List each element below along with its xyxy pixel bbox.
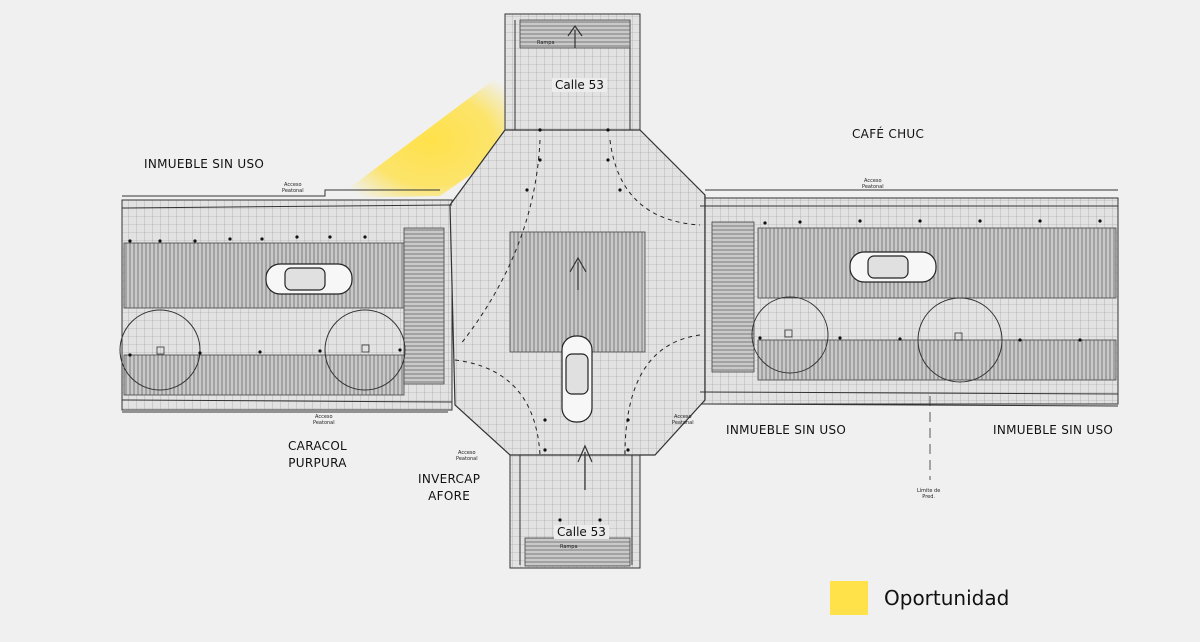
tree-2	[324, 309, 406, 391]
bollards	[128, 128, 1102, 522]
label-caracol-line2: PURPURA	[288, 456, 347, 470]
annotation-text: Acceso	[315, 414, 333, 420]
label-invercap-line2: AFORE	[428, 489, 471, 503]
annotation-text: Peatonal	[282, 188, 304, 194]
label-caracol-line1: CARACOL	[288, 439, 348, 453]
direction-arrows	[567, 24, 593, 490]
annotation-text: Acceso	[674, 414, 692, 420]
label-inmueble-nw: INMUEBLE SIN USO	[144, 157, 265, 171]
ramp-south	[524, 537, 631, 567]
annotation-text: Peatonal	[456, 456, 478, 462]
tree-4	[917, 297, 1003, 383]
annotation-limite: Límite de Pred.	[917, 488, 940, 500]
legend: Oportunidad	[830, 581, 1009, 615]
annotation-text: Acceso	[458, 450, 476, 456]
annotation-acceso-ne: Acceso Peatonal	[862, 178, 884, 190]
annotation-text: Límite de	[917, 488, 941, 494]
street-label-south: Calle 53	[554, 525, 609, 539]
label-invercap: INVERCAP AFORE	[418, 471, 480, 505]
annotation-text: Acceso	[864, 178, 882, 184]
annotation-acceso-sw: Acceso Peatonal	[313, 414, 335, 426]
legend-swatch	[830, 581, 868, 615]
opportunity-area	[335, 70, 510, 198]
tree-1	[119, 309, 201, 391]
annotation-acceso-s: Acceso Peatonal	[456, 450, 478, 462]
street-label-north: Calle 53	[552, 78, 607, 92]
annotation-acceso-se: Acceso Peatonal	[672, 414, 694, 426]
annotation-rampa-south: Rampa	[560, 544, 578, 550]
annotation-text: Peatonal	[313, 420, 335, 426]
tree-3	[751, 296, 829, 374]
legend-label: Oportunidad	[884, 586, 1010, 610]
annotation-acceso-nw: Acceso Peatonal	[282, 182, 304, 194]
label-inmueble-se1: INMUEBLE SIN USO	[726, 423, 847, 437]
center-square	[509, 231, 646, 353]
label-inmueble-se2: INMUEBLE SIN USO	[993, 423, 1114, 437]
annotation-text: Peatonal	[862, 184, 884, 190]
annotation-text: Acceso	[284, 182, 302, 188]
annotation-text: Peatonal	[672, 420, 694, 426]
annotation-rampa-north: Rampa	[537, 40, 555, 46]
label-caracol: CARACOL PURPURA	[288, 438, 347, 472]
car-south	[561, 335, 593, 423]
label-invercap-line1: INVERCAP	[418, 472, 481, 486]
annotation-text: Pred.	[922, 494, 936, 500]
label-cafe: CAFÉ CHUC	[852, 127, 925, 141]
car-east	[849, 251, 937, 283]
car-west	[265, 263, 353, 295]
